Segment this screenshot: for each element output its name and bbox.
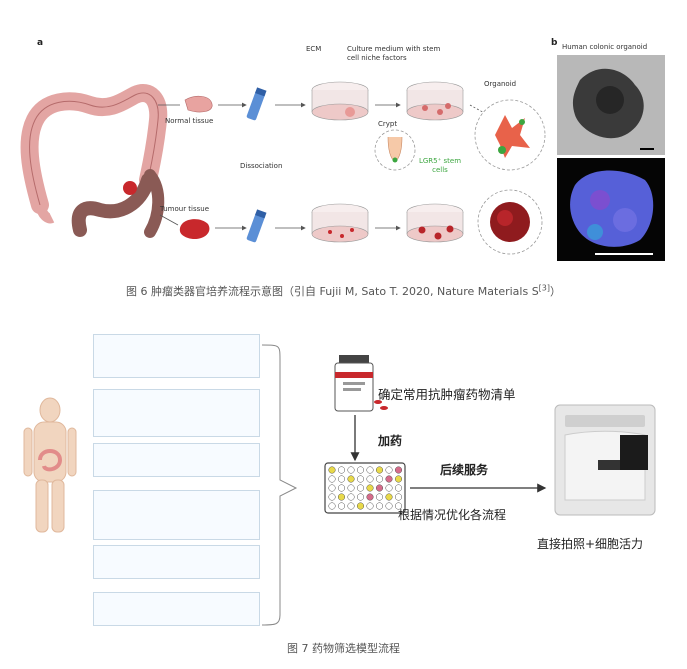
protocol-panel-6: [93, 592, 260, 626]
well: [347, 475, 355, 483]
well: [375, 502, 384, 510]
crypt-zoom: [374, 129, 416, 171]
label-dissociation: Dissociation: [240, 162, 283, 170]
well-plate: [324, 462, 406, 514]
well: [366, 484, 374, 492]
protocol-panel-1: [93, 334, 260, 378]
tube-bottom: [246, 209, 267, 243]
dish-top-1: [311, 81, 369, 121]
dish-bottom-2: [406, 203, 464, 243]
optimize-label: 根据情况优化各流程: [398, 508, 507, 522]
drug-screening-diagram: [23, 344, 656, 626]
label-human-colonic-organoid: Human colonic organoid: [562, 43, 648, 51]
well: [328, 484, 336, 492]
well: [385, 502, 393, 510]
well: [337, 475, 346, 483]
well: [394, 475, 403, 483]
well: [347, 493, 355, 501]
well: [356, 466, 365, 474]
protocol-panel-2: [93, 389, 260, 437]
well: [394, 466, 403, 474]
label-culture-medium: Culture medium with stem cell niche fact…: [347, 45, 441, 62]
add-drug-label: 加药: [378, 434, 403, 448]
colon-illustration: [20, 84, 168, 238]
human-body-figure: [23, 397, 77, 533]
label-lgr5: LGR5⁺ stem cells: [418, 157, 462, 174]
organoid-culture-diagram: [20, 55, 665, 261]
well: [328, 475, 336, 483]
well: [337, 493, 346, 501]
well: [375, 475, 384, 483]
well: [394, 484, 403, 492]
figure6-caption: 图 6 肿瘤类器官培养流程示意图（引自 Fujii M, Sato T. 202…: [0, 283, 687, 299]
drug-bottle: [334, 355, 388, 412]
well: [347, 502, 355, 510]
figure6-caption-ref: [3]: [538, 283, 551, 293]
panel-a-label: a: [37, 38, 44, 48]
well: [337, 466, 346, 474]
well: [347, 484, 355, 492]
well: [385, 475, 393, 483]
figure6-caption-text: 图 6 肿瘤类器官培养流程示意图（引自 Fujii M, Sato T. 202…: [125, 285, 539, 298]
tube-top: [246, 87, 267, 121]
well: [356, 484, 365, 492]
colon-tumour: [123, 181, 137, 195]
protocol-panel-5: [93, 545, 260, 579]
protocol-panel-3: [93, 443, 260, 477]
well: [328, 466, 336, 474]
well: [394, 502, 403, 510]
well: [366, 493, 374, 501]
well: [347, 466, 355, 474]
label-crypt: Crypt: [378, 120, 398, 128]
organoid-zoom-top: [474, 99, 546, 171]
well: [394, 493, 403, 501]
well: [366, 475, 374, 483]
label-ecm: ECM: [306, 45, 322, 53]
well: [337, 502, 346, 510]
tumour-tissue-shape: [179, 219, 210, 240]
well: [375, 484, 384, 492]
tumour-organoid-zoom: [477, 189, 543, 255]
label-tumour-tissue: Tumour tissue: [160, 205, 210, 213]
well: [356, 475, 365, 483]
well: [356, 493, 365, 501]
imaging-device: [554, 404, 656, 516]
well: [366, 502, 374, 510]
figure6-caption-end: ）: [550, 285, 562, 298]
well: [337, 484, 346, 492]
imaging-label: 直接拍照+细胞活力: [537, 537, 644, 551]
well: [328, 502, 336, 510]
figure7-caption: 图 7 药物筛选模型流程: [287, 642, 400, 655]
well: [375, 493, 384, 501]
drug-list-label: 确定常用抗肿瘤药物清单: [378, 387, 516, 402]
dish-bottom-1: [311, 203, 369, 243]
well: [385, 493, 393, 501]
normal-tissue-shape: [184, 95, 213, 113]
wells: [328, 466, 403, 510]
panel-b-label: b: [551, 38, 558, 48]
well: [328, 493, 336, 501]
well: [375, 466, 384, 474]
well: [356, 502, 365, 510]
well: [366, 466, 374, 474]
protocol-panel-4: [93, 490, 260, 540]
label-normal-tissue: Normal tissue: [165, 117, 214, 125]
well: [385, 466, 393, 474]
follow-up-label: 后续服务: [440, 463, 489, 477]
well: [385, 484, 393, 492]
label-organoid: Organoid: [484, 80, 517, 88]
dish-top-2: [406, 81, 464, 121]
